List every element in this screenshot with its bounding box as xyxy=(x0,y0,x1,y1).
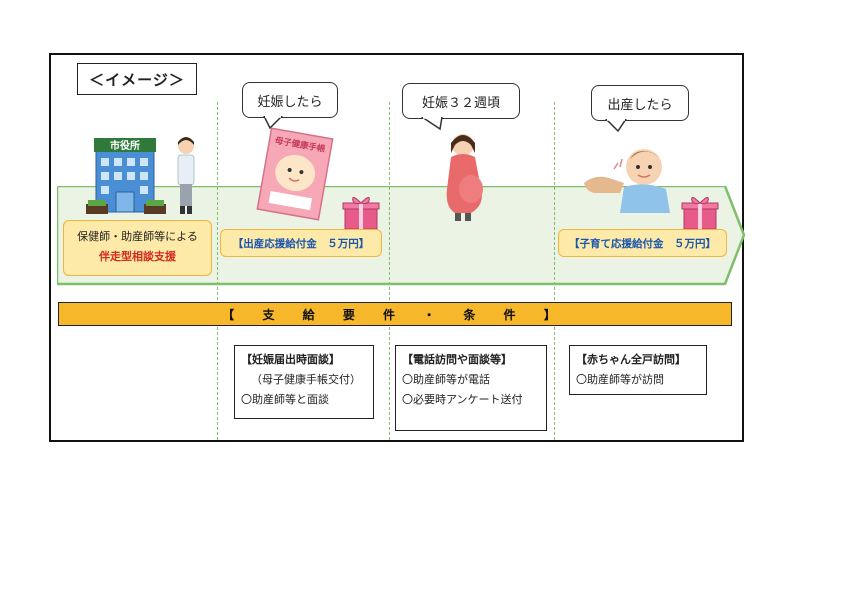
bubble-week32-text: 妊娠３２週頃 xyxy=(421,95,500,111)
condition-visit: 【赤ちゃん全戸訪問】 〇助産師等が訪問 xyxy=(569,345,707,395)
bubble-pregnant-tail xyxy=(263,116,284,130)
condition-visit-title: 【赤ちゃん全戸訪問】 xyxy=(576,353,686,366)
condition-interview-line-2: 〇助産師等と面談 xyxy=(241,393,329,406)
child-benefit-text: 【子育て応援給付金 ５万円】 xyxy=(569,237,716,250)
bubble-birth-text: 出産したら xyxy=(607,97,673,113)
baby-icon xyxy=(584,149,670,213)
bubble-week32: 妊娠３２週頃 xyxy=(402,83,520,119)
divider-1 xyxy=(217,102,218,440)
bubble-birth: 出産したら xyxy=(591,85,689,121)
city-hall-icon: 市役所 xyxy=(86,138,166,214)
support-box: 保健師・助産師等による 伴走型相談支援 xyxy=(63,220,212,276)
birth-benefit-text: 【出産応援給付金 ５万円】 xyxy=(232,237,370,250)
timeline-arrow xyxy=(57,186,746,286)
pregnant-woman-icon xyxy=(446,134,483,221)
bubble-birth-tail xyxy=(604,119,627,133)
nurse-icon xyxy=(177,137,195,214)
city-hall-sign: 市役所 xyxy=(110,139,140,152)
bubble-pregnant-text: 妊娠したら xyxy=(257,94,323,110)
condition-phone: 【電話訪問や面談等】 〇助産師等が電話 〇必要時アンケート送付 xyxy=(395,345,547,431)
support-line-1: 保健師・助産師等による xyxy=(77,230,198,243)
condition-visit-line-1: 〇助産師等が訪問 xyxy=(576,373,664,386)
child-benefit-box: 【子育て応援給付金 ５万円】 xyxy=(558,229,727,257)
condition-interview: 【妊娠届出時面談】 （母子健康手帳交付） 〇助産師等と面談 xyxy=(234,345,374,419)
image-title: ＜イメージ＞ xyxy=(77,63,197,95)
bubble-pregnant: 妊娠したら xyxy=(242,82,338,118)
condition-phone-line-2: 〇必要時アンケート送付 xyxy=(402,393,523,406)
divider-3 xyxy=(554,102,555,440)
condition-phone-line-1: 〇助産師等が電話 xyxy=(402,373,490,386)
bubble-week32-tail xyxy=(420,117,443,131)
handbook-icon: 母子健康手帳 xyxy=(256,127,334,221)
diagram-frame xyxy=(49,53,744,442)
conditions-band: 【 支 給 要 件 ・ 条 件 】 xyxy=(58,302,732,326)
support-line-2: 伴走型相談支援 xyxy=(99,250,176,263)
condition-phone-title: 【電話訪問や面談等】 xyxy=(402,353,512,366)
condition-interview-line-1: （母子健康手帳交付） xyxy=(251,373,361,386)
birth-benefit-box: 【出産応援給付金 ５万円】 xyxy=(220,229,382,257)
gift-icon-2 xyxy=(681,197,719,230)
condition-interview-title: 【妊娠届出時面談】 xyxy=(241,353,340,366)
gift-icon-1 xyxy=(342,197,380,230)
divider-2 xyxy=(389,102,390,440)
